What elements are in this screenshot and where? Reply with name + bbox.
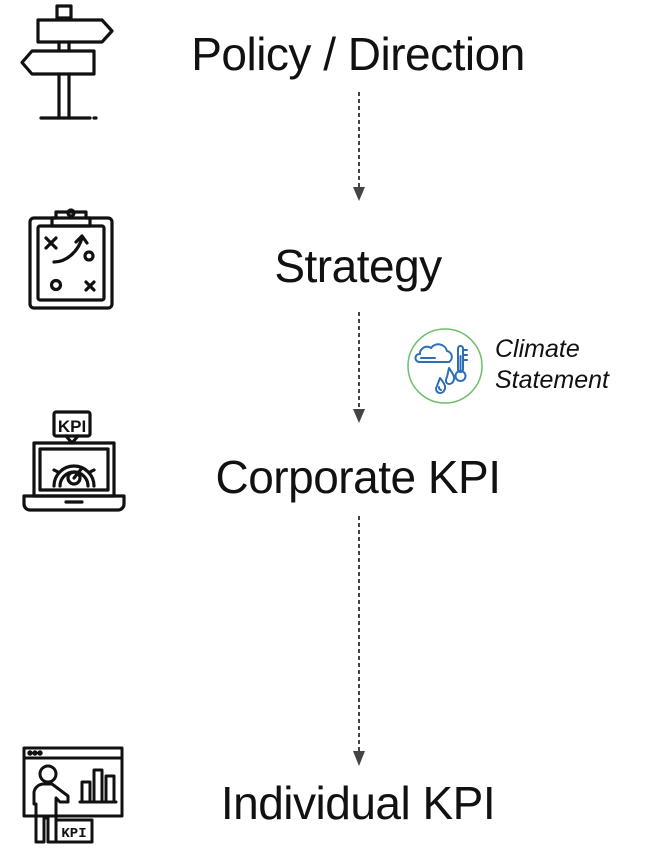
level-label-corporate-kpi: Corporate KPI — [215, 451, 501, 503]
kpi-laptop-gauge-icon: KPI — [22, 410, 126, 512]
climate-statement-label: Climate Statement — [495, 334, 609, 396]
level-label-policy: Policy / Direction — [191, 28, 525, 80]
climate-cloud-thermometer-icon — [407, 328, 483, 404]
strategy-clipboard-icon — [28, 208, 114, 310]
arrow-strategy-to-corporate — [353, 312, 365, 423]
signpost-icon — [20, 4, 114, 120]
svg-text:KPI: KPI — [58, 417, 86, 436]
kpi-person-presentation-icon: KPI — [22, 746, 124, 844]
arrow-policy-to-strategy — [353, 92, 365, 201]
svg-text:KPI: KPI — [61, 826, 86, 842]
climate-line-2: Statement — [495, 366, 609, 394]
level-label-individual-kpi: Individual KPI — [220, 777, 496, 829]
climate-line-1: Climate — [495, 335, 580, 363]
climate-statement: Climate Statement — [405, 326, 645, 406]
arrow-corporate-to-individual — [353, 516, 365, 766]
level-label-strategy: Strategy — [274, 240, 442, 292]
